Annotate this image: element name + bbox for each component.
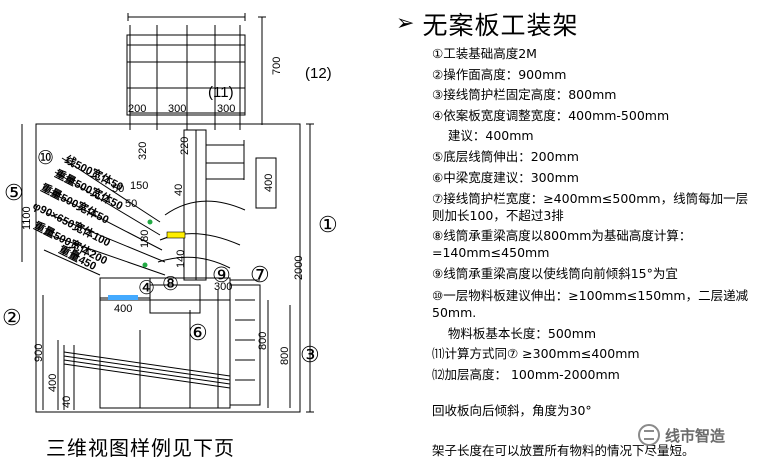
dim-200: 200 [128,103,146,115]
framework-drawing: 700 200 300 300 320 220 400 150 40 50 50… [2,13,338,413]
dim-700: 700 [271,57,283,75]
ref-9: ⑨ [212,264,231,287]
ref-4: ④ [138,278,155,299]
note-length: 架子长度在可以放置所有物料的情况下尽量短。 [432,443,695,458]
spec-panel: ➢ 无案板工装架 ①工装基础高度2M ②操作面高度：900mm ③接线筒护栏固定… [390,0,759,469]
dim-220: 220 [179,137,191,155]
title-row: ➢ 无案板工装架 [396,6,578,42]
dim-50-a: 50 [112,183,124,195]
dim-300-b: 300 [217,103,235,115]
spec-item: 物料板基本长度：500mm [432,325,597,341]
highlight-bar [166,231,186,239]
spec-item: ⑿加层高度： 100mm-2000mm [432,366,620,382]
note-recovery-plate: 回收板向后倾斜，角度为30° [432,403,592,418]
spec-item: ⑧线筒承重梁高度以800mm为基础高度计算：=140mm≤450mm [432,228,692,261]
dim-150: 150 [130,180,148,192]
dim-180: 180 [139,230,151,248]
ref-5: ⑤ [4,180,24,205]
top-rack [126,34,246,116]
spec-item: ⑥中梁宽度建议：300mm [432,169,579,185]
dim-2000: 2000 [293,256,305,280]
dim-40-a: 40 [173,184,185,196]
ref-3: ③ [300,342,320,367]
spec-item: ⑾计算方式同⑦ ≥300mm≤400mm [432,346,640,362]
dim-800-b: 800 [279,347,291,365]
dim-140: 140 [175,250,187,268]
ref-6: ⑥ [188,320,208,345]
ref-12: (12) [305,65,332,82]
wechat-icon [638,424,660,446]
watermark-text: 线市智造 [665,426,726,445]
page-title: 无案板工装架 [422,11,579,40]
ref-10: ⑩ [37,148,54,169]
dim-400-b: 400 [114,303,132,315]
dim-300-c: 300 [214,281,232,293]
spec-item: ①工装基础高度2M [432,46,537,61]
spec-item: ③接线筒护栏固定高度：800mm [432,87,617,103]
spec-item: ⑤底层线筒伸出：200mm [432,148,579,164]
ref-8: ⑧ [162,274,179,295]
spec-item: ⑦接线筒护栏宽度：≥400mm≤500mm，线筒每加一层则加长100，不超过3排 [432,191,749,224]
dim-320: 320 [137,142,149,160]
dim-1100: 1100 [21,206,33,230]
watermark: 线市智造 [638,424,725,446]
spec-item: ④依案板宽度调整宽度：400mm-500mm [432,107,670,123]
spec-item: 建议：400mm [432,128,534,144]
arrow-icon: ➢ [396,11,415,36]
dim-800-a: 800 [257,332,269,350]
spec-list: ①工装基础高度2M ②操作面高度：900mm ③接线筒护栏固定高度：800mm … [432,44,754,386]
caption: 三维视图样例见下页 [46,436,235,460]
spec-item: ②操作面高度：900mm [432,66,567,82]
main-frame-outline [35,123,301,413]
dim-40-b: 40 [61,396,73,408]
ref-1: ① [318,212,338,237]
ref-7: ⑦ [250,262,270,287]
dim-400-a: 400 [263,174,275,192]
ref-11: (11) [208,84,234,101]
dim-400-c: 400 [47,374,59,392]
accent-bar [108,295,138,300]
dim-300-a: 300 [168,103,186,115]
dim-900: 900 [33,344,45,362]
dim-50-b: 50 [125,198,137,210]
spec-item: ⑨线筒承重梁高度以使线筒向前倾斜15°为宜 [432,266,678,282]
spec-item: ⑩一层物料板建议伸出：≥100mm≤150mm，二层递减50mm. [432,287,749,320]
ref-2: ② [2,305,22,330]
